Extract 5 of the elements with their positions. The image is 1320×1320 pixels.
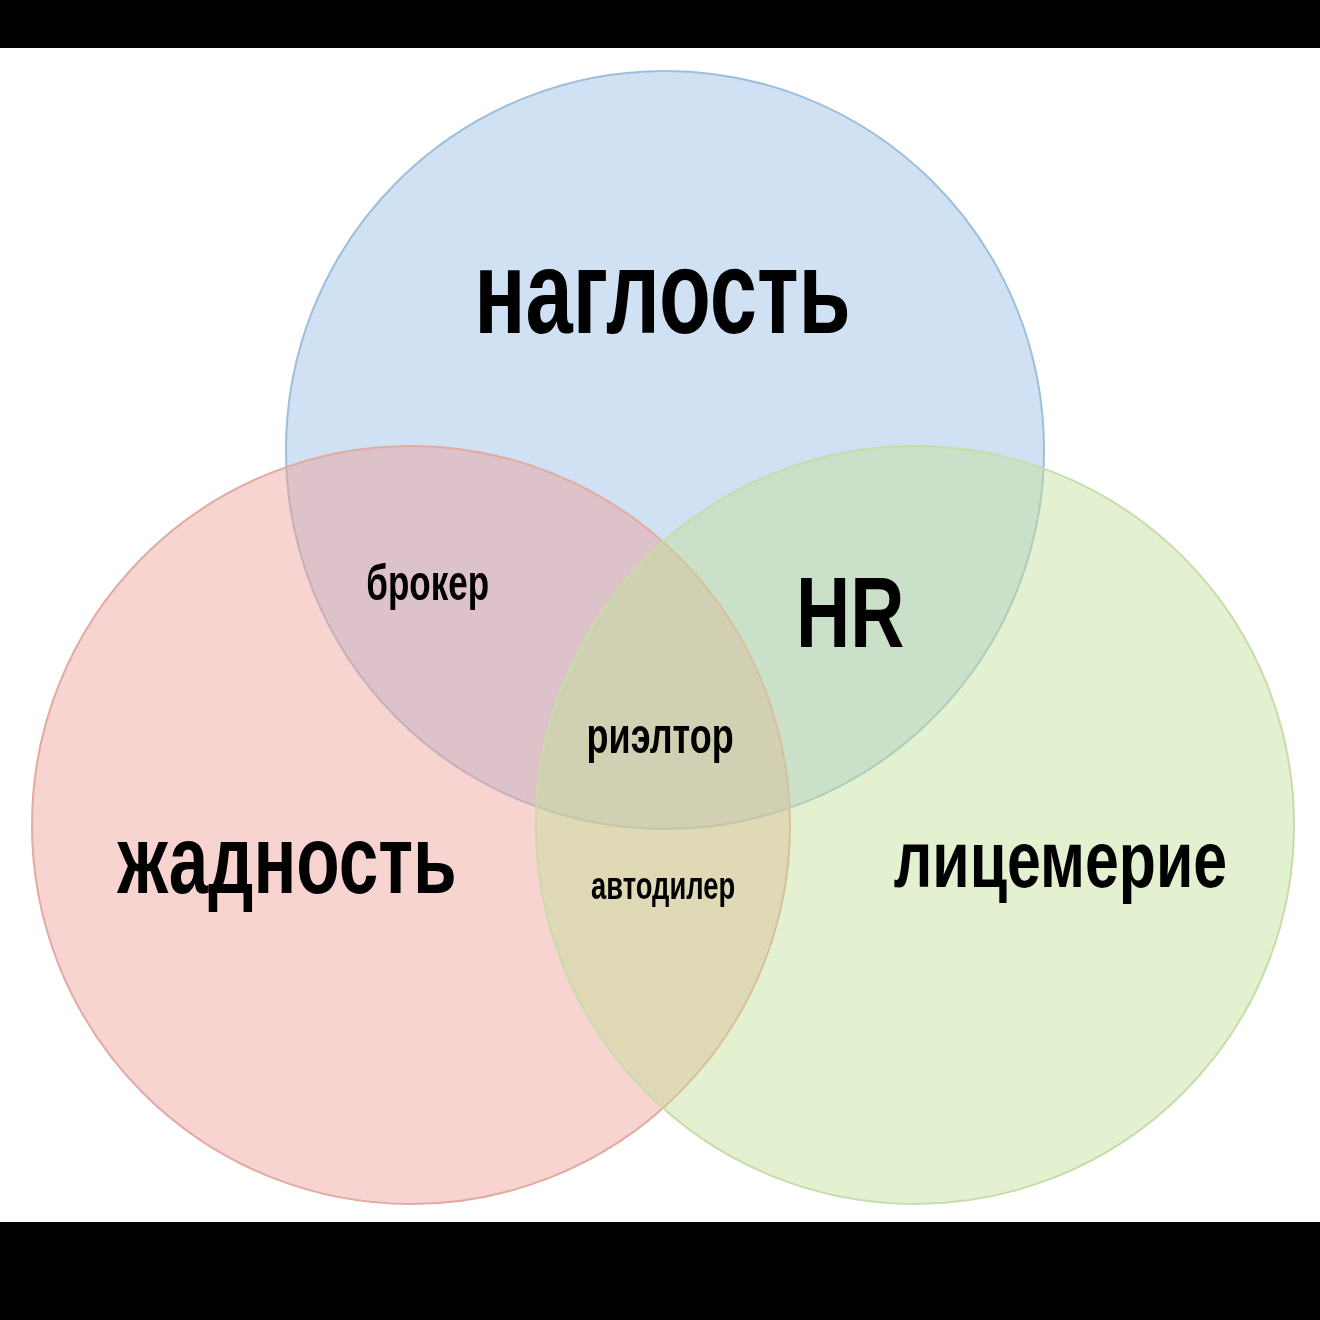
overlap-label: автодилер	[591, 867, 736, 905]
circle-label: наглость	[473, 233, 851, 351]
overlap-label: HR	[796, 562, 905, 662]
overlap-label: риэлтор	[586, 711, 734, 761]
overlap-label: брокер	[365, 558, 489, 608]
